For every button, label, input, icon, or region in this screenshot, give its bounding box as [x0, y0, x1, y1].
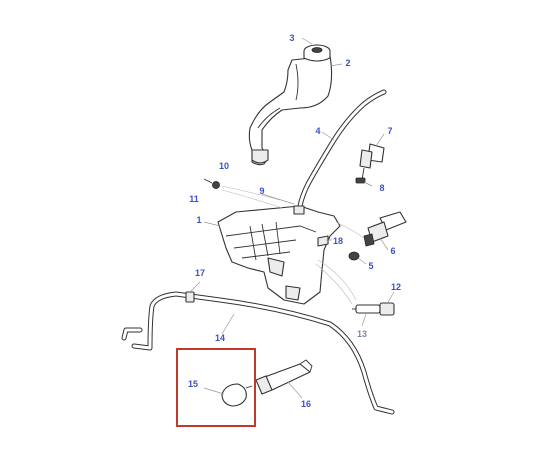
callout-11[interactable]: 11: [189, 194, 199, 204]
callout-14[interactable]: 14: [215, 333, 225, 343]
part-7-pump[interactable]: [355, 143, 385, 184]
callout-15[interactable]: 15: [188, 379, 198, 389]
callout-13[interactable]: 13: [357, 329, 367, 339]
callout-16[interactable]: 16: [301, 399, 311, 409]
callout-12[interactable]: 12: [391, 282, 401, 292]
part-14-hose[interactable]: [121, 291, 395, 415]
callout-5[interactable]: 5: [368, 261, 373, 271]
part-15-cap[interactable]: [221, 383, 253, 407]
part-10-bolt[interactable]: [203, 178, 220, 189]
callout-4[interactable]: 4: [315, 126, 320, 136]
part-1-reservoir[interactable]: [217, 205, 341, 305]
leader-lines: [189, 37, 395, 399]
callout-10[interactable]: 10: [219, 161, 229, 171]
part-12-connector[interactable]: [352, 302, 395, 316]
part-2-filler-neck[interactable]: [248, 55, 333, 166]
callout-17[interactable]: 17: [195, 268, 205, 278]
callout-labels: 3 2 4 7 10 8 9 11 1 18 6 5 17 12 13 14 1…: [188, 33, 401, 409]
callout-2[interactable]: 2: [345, 58, 350, 68]
callout-7[interactable]: 7: [387, 126, 392, 136]
part-3-cap[interactable]: [303, 44, 331, 62]
callout-1[interactable]: 1: [196, 215, 201, 225]
part-17-clip[interactable]: [185, 291, 195, 303]
highlight-frame: [176, 348, 256, 427]
callout-9[interactable]: 9: [259, 186, 264, 196]
part-6-pump[interactable]: [363, 211, 407, 247]
part-5-grommet[interactable]: [348, 251, 360, 261]
callout-18[interactable]: 18: [333, 236, 343, 246]
callout-8[interactable]: 8: [379, 183, 384, 193]
callout-3[interactable]: 3: [289, 33, 294, 43]
part-18-connector[interactable]: [317, 235, 329, 247]
callout-6[interactable]: 6: [390, 246, 395, 256]
part-16-pump[interactable]: [255, 359, 313, 395]
wiring: [221, 185, 365, 305]
